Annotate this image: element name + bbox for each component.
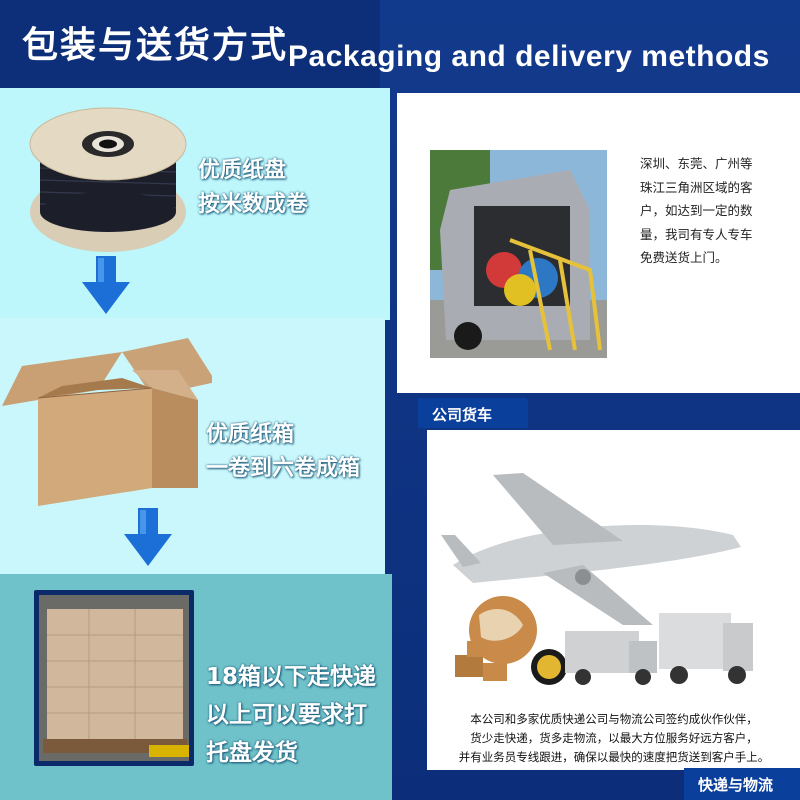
down-arrow-icon (124, 508, 172, 566)
caption-line: 优质纸盘 (198, 158, 287, 183)
desc-line: 货少走快递，货多走物流，以最大方位服务好远方客户， (470, 731, 758, 745)
company-truck-description: 深圳、东莞、广州等 珠江三角洲区域的客 户，如达到一定的数 量，我司有专人专车 … (640, 152, 790, 270)
desc-line: 户，如达到一定的数 (640, 203, 753, 218)
caption-line: 18箱以下走快递 (206, 664, 377, 690)
desc-line: 量，我司有专人专车 (640, 226, 753, 242)
express-logistics-description: 本公司和多家优质快递公司与物流公司签约成伙作伙伴， 货少走快递，货多走物流，以最… (432, 710, 796, 767)
pallet-image (39, 595, 189, 761)
down-arrow-icon (82, 256, 130, 314)
caption-line: 按米数成卷 (198, 192, 309, 217)
caption-line: 以上可以要求打 (206, 702, 367, 728)
desc-line: 免费送货上门。 (640, 250, 728, 265)
spool-image (29, 107, 187, 252)
step-caption-carton: 优质纸箱 一卷到六卷成箱 (206, 418, 360, 486)
caption-line: 一卷到六卷成箱 (206, 456, 361, 481)
desc-line: 珠江三角洲区域的客 (640, 179, 753, 195)
caption-line: 托盘发货 (206, 740, 298, 766)
express-logistics-tab: 快递与物流 (684, 768, 800, 800)
caption-line: 优质纸箱 (206, 422, 295, 447)
van-photo (430, 150, 607, 358)
desc-line: 并有业务员专线跟进，确保以最快的速度把货送到客户手上。 (458, 750, 770, 764)
desc-line: 本公司和多家优质快递公司与物流公司签约成伙作伙伴， (470, 712, 758, 726)
company-truck-tab: 公司货车 (418, 398, 528, 428)
step-caption-spool: 优质纸盘 按米数成卷 (198, 154, 308, 222)
step-caption-pallet: 18箱以下走快递 以上可以要求打 托盘发货 (206, 658, 376, 772)
pallet-photo-frame (34, 590, 194, 766)
logistics-illustration (441, 473, 753, 685)
desc-line: 深圳、东莞、广州等 (640, 156, 753, 171)
page-title-en: Packaging and delivery methods (288, 40, 770, 73)
page-title-zh: 包装与送货方式 (22, 25, 289, 66)
carton-box-image (2, 338, 212, 506)
